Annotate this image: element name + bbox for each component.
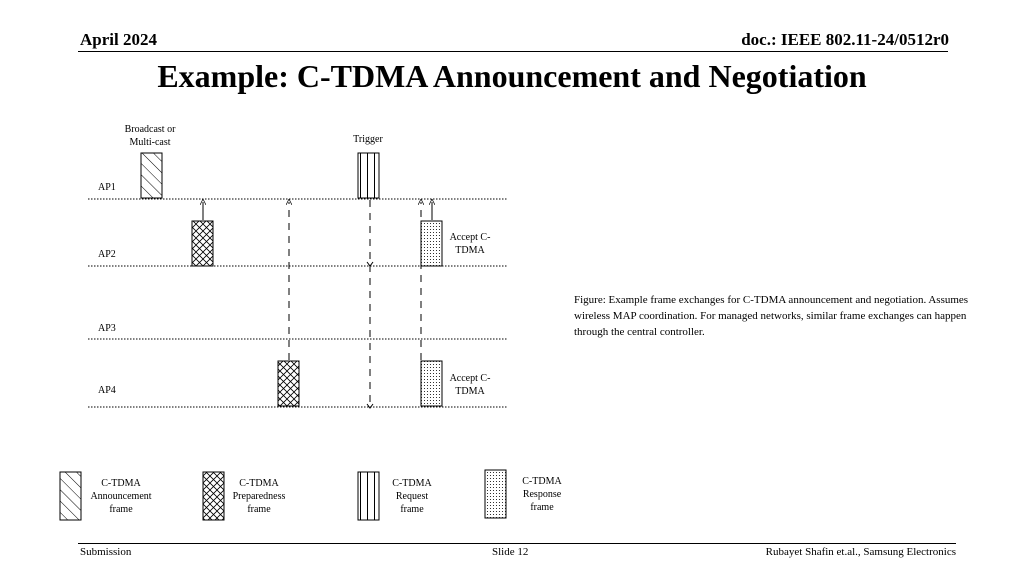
legend-response-line1: C-TDMA	[522, 476, 562, 487]
ap2-response-frame	[420, 220, 443, 267]
accept-ap4-line2: TDMA	[455, 386, 485, 397]
footer-authors: Rubayet Shafin et.al., Samsung Electroni…	[765, 546, 956, 558]
legend-announcement-line2: Announcement	[90, 491, 152, 502]
header-divider	[78, 51, 948, 52]
header-doc-id: doc.: IEEE 802.11-24/0512r0	[741, 30, 949, 49]
footer-slide-number: Slide 12	[492, 546, 529, 558]
legend-response-label: C-TDMA Response frame	[497, 475, 587, 514]
legend-preparedness-swatch	[202, 471, 225, 521]
trigger-request-frame	[357, 152, 380, 199]
ap4-label: AP4	[98, 385, 116, 396]
ap3-label: AP3	[98, 323, 116, 334]
legend-response-line2: Response	[522, 489, 562, 500]
trigger-arrowhead-ap4	[366, 403, 374, 409]
legend-request-line1: C-TDMA	[392, 478, 432, 489]
legend-preparedness-line3: frame	[247, 504, 271, 515]
accept-ctdma-ap4-label: Accept C- TDMA	[440, 372, 500, 398]
trigger-label: Trigger	[353, 134, 383, 145]
footer-submission: Submission	[80, 546, 132, 558]
ap2-label: AP2	[98, 249, 116, 260]
legend-response-line3: frame	[530, 502, 554, 513]
ap4-preparedness-frame	[277, 360, 300, 407]
legend-request-line3: frame	[400, 504, 424, 515]
header-date: April 2024	[80, 30, 157, 49]
legend-preparedness-line2: Preparedness	[232, 491, 286, 502]
legend-request-line2: Request	[395, 491, 429, 502]
legend-request-swatch	[357, 471, 380, 521]
accept-ap2-line2: TDMA	[455, 245, 485, 256]
accept-ctdma-ap2-label: Accept C- TDMA	[440, 231, 500, 257]
legend-announcement-line1: C-TDMA	[101, 478, 141, 489]
broadcast-label-line2: Multi-cast	[129, 137, 171, 148]
legend-preparedness-line1: C-TDMA	[239, 478, 279, 489]
slide-title: Example: C-TDMA Announcement and Negotia…	[157, 58, 867, 94]
accept-ap2-line1: Accept C-	[449, 232, 491, 243]
legend-announcement-swatch	[59, 471, 82, 521]
footer-divider	[78, 543, 956, 544]
ap4-response-frame	[420, 360, 443, 407]
legend-announcement-label: C-TDMA Announcement frame	[76, 477, 166, 516]
announcement-frame	[140, 152, 163, 199]
legend-preparedness-label: C-TDMA Preparedness frame	[214, 477, 304, 516]
ap1-label: AP1	[98, 182, 116, 193]
trigger-arrowhead-ap2	[366, 261, 374, 267]
ap2-preparedness-frame	[191, 220, 214, 267]
broadcast-label: Broadcast or Multi-cast	[110, 123, 190, 149]
legend-response-swatch	[484, 469, 507, 519]
legend-announcement-line3: frame	[109, 504, 133, 515]
broadcast-label-line1: Broadcast or	[124, 124, 176, 135]
accept-ap4-line1: Accept C-	[449, 373, 491, 384]
figure-caption: Figure: Example frame exchanges for C-TD…	[574, 294, 969, 338]
legend-request-label: C-TDMA Request frame	[367, 477, 457, 516]
